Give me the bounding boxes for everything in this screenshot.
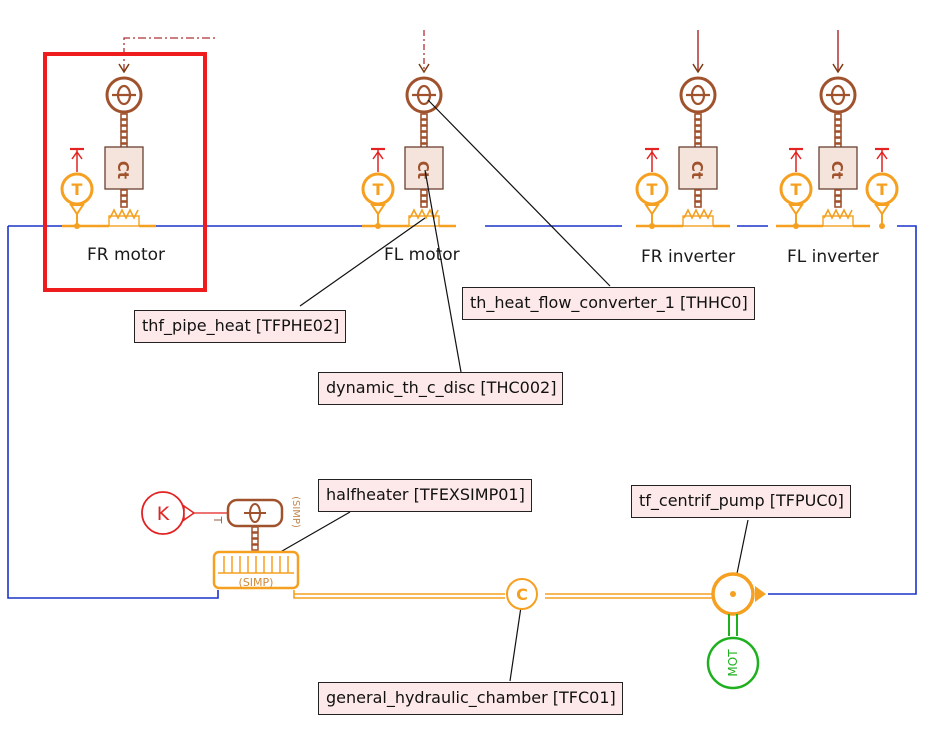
fr-motor-block: CtT <box>60 37 216 229</box>
svg-text:Ct: Ct <box>414 161 432 179</box>
svg-text:Ct: Ct <box>828 161 846 179</box>
svg-text:T: T <box>211 516 224 524</box>
leader-hydraulic-chamber <box>509 599 523 682</box>
svg-text:Ct: Ct <box>688 161 706 179</box>
fluid-pipe-1 <box>293 590 505 599</box>
svg-text:K: K <box>157 503 170 525</box>
tooltip-th-heat-flow-converter: th_heat_flow_converter_1 [THHC0] <box>462 287 755 320</box>
svg-text:(SIMP): (SIMP) <box>239 576 274 589</box>
fr-inverter-block-temperature-sensor-icon-0 <box>635 172 669 206</box>
fl-motor-block: CtT <box>361 30 456 229</box>
motor-icon <box>706 636 760 690</box>
fr-inverter-block-pipe-heat-icon <box>683 208 713 220</box>
svg-text:T: T <box>791 180 802 199</box>
leader-capacity-disc <box>424 169 462 373</box>
fl-inverter-block: CtT T <box>776 30 899 229</box>
svg-text:MOT: MOT <box>726 649 740 677</box>
fr-inverter-label[interactable]: FR inverter <box>641 247 736 267</box>
fl-motor-block-temperature-sensor-icon-0 <box>361 172 395 206</box>
hydraulic-chamber-icon <box>506 578 538 610</box>
tooltip-general-hydraulic-chamber: general_hydraulic_chamber [TFC01] <box>318 682 623 715</box>
leader-heat-flow-converter <box>427 99 611 287</box>
fl-inverter-block-temperature-sensor-icon-0 <box>779 172 813 206</box>
hydraulic-loop-left <box>7 226 219 599</box>
fr-motor-block-temperature-sensor-icon-0 <box>60 172 94 206</box>
svg-text:C: C <box>516 585 528 604</box>
fl-inverter-label[interactable]: FL inverter <box>787 247 879 267</box>
leader-pipe-heat <box>299 217 426 307</box>
hydraulic-loop-right <box>768 225 917 595</box>
fl-inverter-block-pipe-heat-icon <box>823 208 853 220</box>
svg-text:(SIMP): (SIMP) <box>290 496 301 528</box>
svg-text:T: T <box>373 180 384 199</box>
selection-box-fr-motor <box>43 52 207 292</box>
svg-text:T: T <box>647 180 658 199</box>
svg-text:T: T <box>72 180 83 199</box>
tooltip-thf-pipe-heat: thf_pipe_heat [TFPHE02] <box>134 310 347 343</box>
fr-motor-block-input-arrow <box>118 63 130 74</box>
fl-motor-label[interactable]: FL motor <box>384 245 460 265</box>
svg-text:Ct: Ct <box>114 161 132 179</box>
fr-inverter-block: CtT <box>635 30 730 229</box>
tooltip-halfheater: halfheater [TFEXSIMP01] <box>318 479 532 512</box>
svg-text:T: T <box>877 180 888 199</box>
tooltip-tf-centrif-pump: tf_centrif_pump [TFPUC0] <box>631 485 851 518</box>
fr-motor-block-input-line <box>123 37 216 72</box>
fr-inverter-block-capacity-icon <box>678 146 718 190</box>
fr-inverter-block-input-arrow <box>692 63 704 74</box>
tooltip-dynamic-th-c-disc: dynamic_th_c_disc [THC002] <box>318 372 564 405</box>
fl-motor-block-input-arrow <box>418 63 430 74</box>
fl-inverter-block-input-arrow <box>832 63 844 74</box>
fl-inverter-block-capacity-icon <box>818 146 858 190</box>
fl-inverter-block-temperature-sensor-icon-1 <box>865 172 899 206</box>
fr-motor-block-capacity-icon <box>104 146 144 190</box>
fl-motor-block-capacity-icon <box>404 146 444 190</box>
fr-motor-label[interactable]: FR motor <box>87 245 166 265</box>
